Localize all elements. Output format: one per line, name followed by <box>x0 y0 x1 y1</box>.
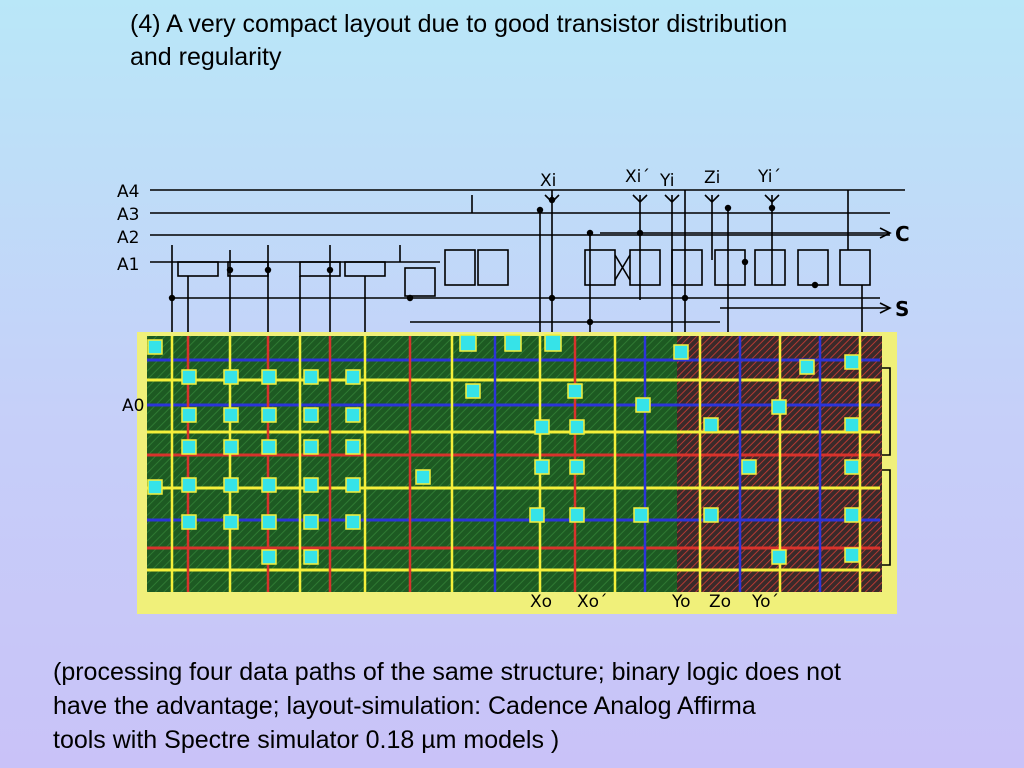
caption-line-2: have the advantage; layout-simulation: C… <box>53 692 756 720</box>
title-line-2: and regularity <box>130 43 282 71</box>
transistor-chain-left <box>171 245 436 340</box>
label-s: S <box>895 297 909 321</box>
schematic <box>150 189 905 340</box>
label-yi: Yi <box>659 171 675 191</box>
label-yo-prime: Yo´ <box>751 592 779 612</box>
label-xi-prime: Xi´ <box>625 167 650 187</box>
arrow-c <box>879 227 892 239</box>
contact-cells <box>147 334 860 565</box>
label-zi: Zi <box>704 168 720 188</box>
chip-layout <box>137 332 897 614</box>
arrow-s <box>879 302 892 314</box>
label-a4: A4 <box>117 182 139 202</box>
label-a1: A1 <box>117 255 139 275</box>
label-xo-prime: Xo´ <box>577 592 608 612</box>
slide-caption: (processing four data paths of the same … <box>53 655 993 757</box>
label-yo: Yo <box>671 592 691 612</box>
label-zo: Zo <box>709 592 731 612</box>
label-a2: A2 <box>117 228 139 248</box>
gate-blocks <box>444 249 871 286</box>
slide-title: (4) A very compact layout due to good tr… <box>130 8 950 74</box>
label-a3: A3 <box>117 205 139 225</box>
title-line-1: (4) A very compact layout due to good tr… <box>130 10 788 38</box>
layout-labels: A0 Xo Xo´ Yo Zo Yo´ <box>122 396 779 612</box>
label-a0: A0 <box>122 396 144 416</box>
label-xi: Xi <box>540 171 556 191</box>
label-c: C <box>895 222 910 246</box>
label-yi-prime: Yi´ <box>757 167 781 187</box>
label-xo: Xo <box>530 592 552 612</box>
schematic-labels: A4 A3 A2 A1 Xi Xi´ Yi Zi Yi´ C S <box>117 167 910 321</box>
caption-line-3: tools with Spectre simulator 0.18 µm mod… <box>53 726 560 754</box>
caption-line-1: (processing four data paths of the same … <box>53 658 841 686</box>
